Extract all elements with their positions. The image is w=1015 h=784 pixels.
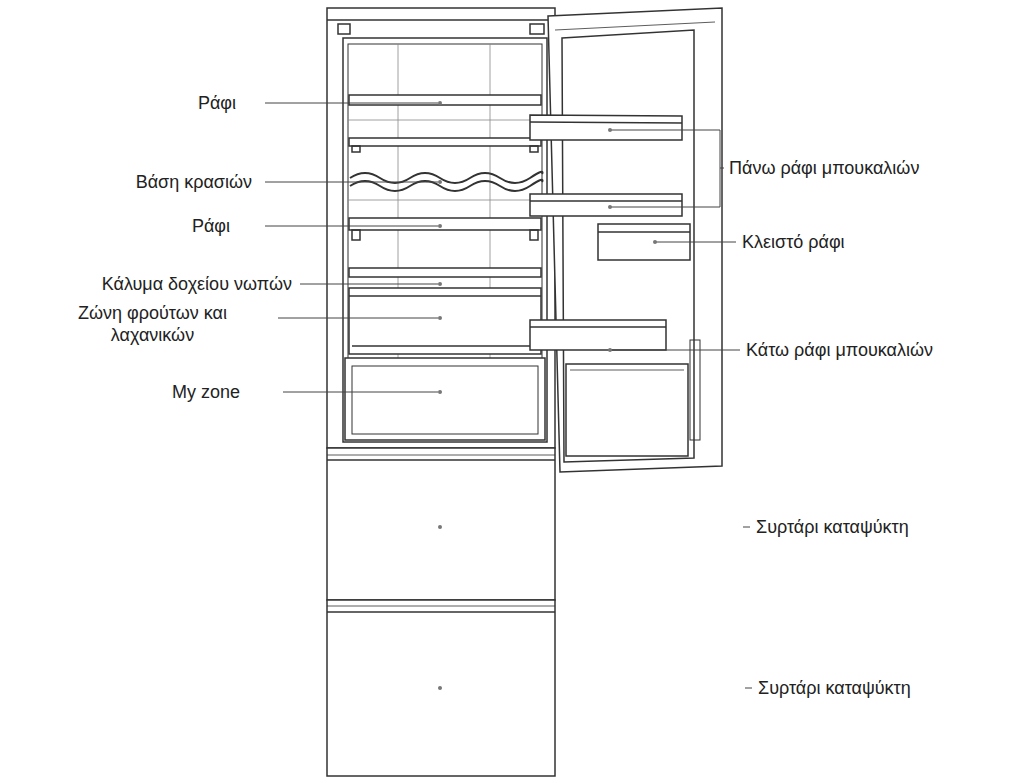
part-label: Κάλυμα δοχείου νωπών [102,273,292,295]
part-label: Συρτάρι καταψύκτη [756,516,909,538]
part-label: Ζώνη φρούτων και λαχανικών [45,302,260,346]
part-label: Ράφι [198,92,236,114]
leader-lines [265,103,752,688]
part-label: My zone [172,381,240,403]
leader-dots [438,101,657,690]
part-label: Κάτω ράφι μπουκαλιών [746,339,933,361]
part-label: Κλειστό ράφι [742,231,845,253]
part-label: Βάση κρασιών [136,171,252,193]
part-label: Συρτάρι καταψύκτη [758,677,911,699]
part-label: Ράφι [192,215,230,237]
part-label: Πάνω ράφι μπουκαλιών [729,157,919,179]
